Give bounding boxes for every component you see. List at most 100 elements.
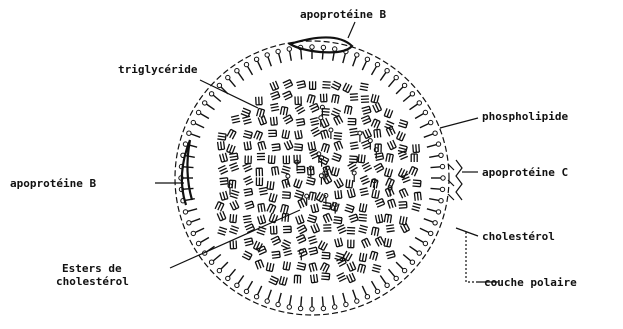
lipid-molecule xyxy=(256,177,262,185)
phospholipid-molecule xyxy=(217,262,228,273)
lipid-molecule xyxy=(283,248,292,256)
lipid-molecule xyxy=(311,274,318,283)
lipid-molecule xyxy=(241,108,251,117)
lipid-molecule xyxy=(358,154,365,163)
label-cholesterol-esters-line2: cholestérol xyxy=(56,275,129,288)
lipid-molecule xyxy=(230,190,239,198)
lipid-molecule xyxy=(258,141,266,150)
lipid-molecule xyxy=(334,141,343,151)
lipid-molecule xyxy=(244,238,253,246)
lipid-molecule xyxy=(344,106,352,115)
lipid-molecule xyxy=(414,192,421,201)
phospholipid-molecule xyxy=(415,238,427,246)
lipid-molecule xyxy=(243,163,253,172)
lipid-molecule xyxy=(230,214,237,222)
lipid-molecule xyxy=(298,199,307,209)
lipid-molecule xyxy=(229,153,238,160)
phospholipid-molecule xyxy=(415,110,427,118)
lipid-molecule xyxy=(307,215,316,223)
lipid-molecule xyxy=(347,262,356,272)
lipid-molecule xyxy=(359,253,366,262)
leader-cholesterol xyxy=(456,228,478,236)
phospholipid-molecule xyxy=(343,293,348,307)
lipid-molecule xyxy=(350,94,358,101)
lipid-molecule xyxy=(358,264,366,273)
lipid-molecule xyxy=(296,81,305,89)
lipid-molecule xyxy=(347,228,355,234)
lipid-molecule xyxy=(270,104,279,111)
lipid-molecule xyxy=(295,130,302,139)
phospholipid-molecule xyxy=(420,228,433,235)
lipid-molecule xyxy=(267,204,276,214)
phospholipid-molecule xyxy=(226,269,236,280)
lipid-molecule xyxy=(297,263,306,271)
phospholipid-molecule xyxy=(287,295,291,309)
lipid-molecule xyxy=(375,199,385,208)
label-phospholipid: phospholipide xyxy=(482,110,568,123)
lipid-molecule xyxy=(311,127,321,136)
lipid-molecule xyxy=(371,119,380,129)
lipid-molecule xyxy=(258,215,266,224)
lipid-core xyxy=(215,80,421,286)
lipid-molecule xyxy=(398,145,407,153)
lipid-molecule xyxy=(345,204,354,212)
lipid-molecule xyxy=(373,103,382,113)
phospholipid-molecule xyxy=(389,269,399,280)
phospholipid-molecule xyxy=(310,297,314,311)
lipid-molecule xyxy=(375,237,384,247)
phospholipid-molecule xyxy=(410,246,422,255)
leader-phospholipid xyxy=(440,118,478,128)
label-cholesterol: cholestérol xyxy=(482,230,555,243)
lipid-molecule xyxy=(332,95,339,104)
lipid-molecule xyxy=(306,177,315,185)
lipid-molecule xyxy=(282,91,292,100)
lipid-molecule xyxy=(374,129,381,138)
lipid-molecule xyxy=(267,181,274,190)
lipid-molecule xyxy=(229,163,239,171)
phospholipid-molecule xyxy=(244,281,252,293)
phospholipid-molecule xyxy=(191,120,204,127)
lipid-molecule xyxy=(386,126,395,136)
leader-apoprotein-b-top xyxy=(348,22,355,38)
cholesterol-molecule xyxy=(329,128,333,139)
lipid-molecule xyxy=(350,142,359,149)
lipid-molecule xyxy=(231,115,240,123)
lipid-molecule xyxy=(272,167,279,176)
lipid-molecule xyxy=(269,276,279,285)
lipid-molecule xyxy=(281,205,289,214)
lipid-molecule xyxy=(334,178,343,188)
phospholipid-molecule xyxy=(353,53,359,66)
lipid-molecule xyxy=(256,168,262,176)
apoprotein-c-marks xyxy=(448,160,462,200)
phospholipid-molecule xyxy=(380,69,389,81)
lipid-molecule xyxy=(297,166,305,172)
lipid-molecule xyxy=(361,116,371,125)
lipid-molecule xyxy=(295,105,305,114)
phospholipid-molecule xyxy=(396,83,407,94)
lipid-molecule xyxy=(272,144,281,151)
lipid-molecule xyxy=(321,94,327,102)
phospholipid-molecule xyxy=(431,176,445,180)
lipid-molecule xyxy=(331,167,339,176)
lipid-molecule xyxy=(335,190,342,199)
phospholipid-molecule xyxy=(362,57,369,70)
lipid-molecule xyxy=(363,129,372,139)
lipid-molecule xyxy=(310,118,319,126)
lipid-molecule xyxy=(282,130,289,139)
lipid-molecule xyxy=(227,129,236,139)
lipid-molecule xyxy=(322,82,330,89)
lipid-molecule xyxy=(309,263,317,272)
lipid-molecule xyxy=(361,96,369,102)
lipid-molecule xyxy=(297,225,307,234)
phospholipid-molecule xyxy=(244,62,252,75)
phospholipid-molecule xyxy=(209,255,220,265)
lipid-molecule xyxy=(220,178,229,185)
cholesterol-molecule xyxy=(319,174,323,185)
lipid-molecule xyxy=(310,150,320,159)
lipid-molecule xyxy=(334,133,343,140)
lipid-molecule xyxy=(409,167,418,177)
leader-cholesterol-esters xyxy=(170,210,300,268)
lipid-molecule xyxy=(220,191,228,200)
phospholipid-molecule xyxy=(362,286,369,299)
lipid-molecule xyxy=(386,154,393,163)
